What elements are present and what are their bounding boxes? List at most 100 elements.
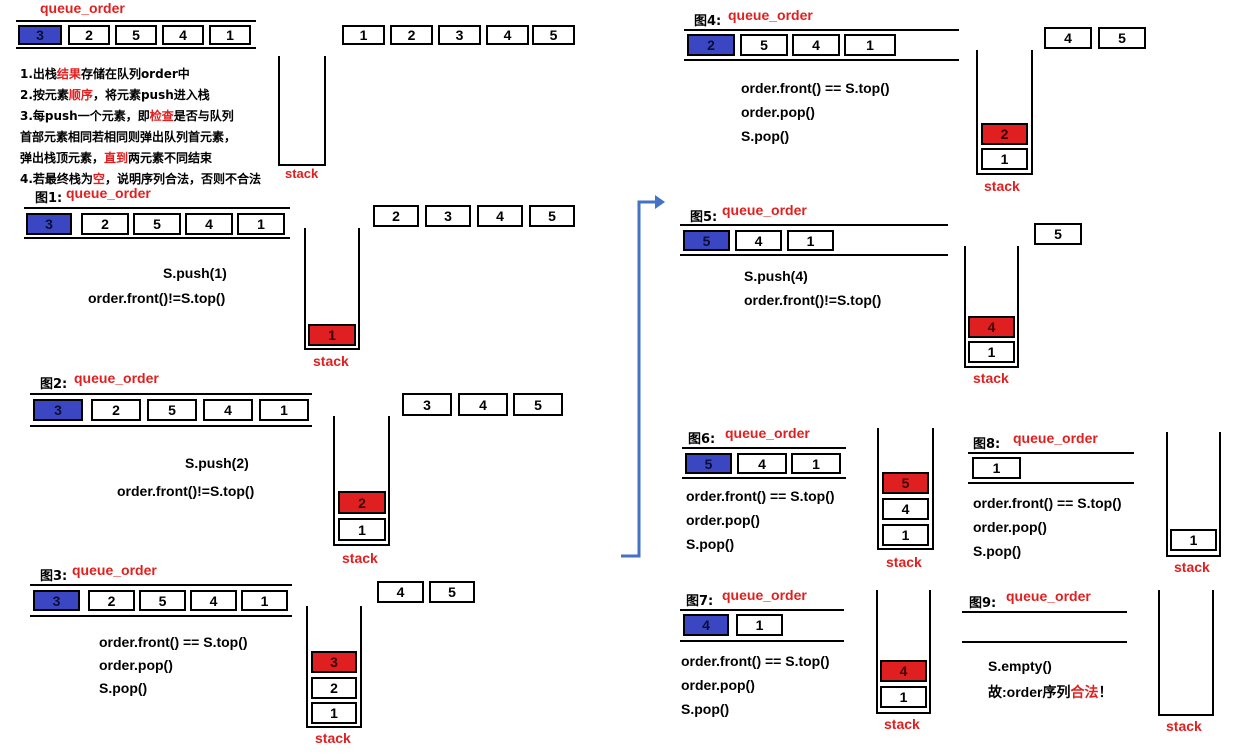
- stack-cell: 1: [981, 148, 1028, 170]
- queue-cell: 4: [203, 399, 253, 421]
- fig6-label: 图6:: [688, 432, 716, 447]
- stack-container: [333, 416, 390, 546]
- stack-cell: 4: [880, 660, 927, 682]
- queue-cell: 3: [26, 213, 72, 235]
- code-line: order.pop(): [686, 512, 760, 528]
- stack-container: [1166, 432, 1221, 557]
- queue-line-top: [16, 20, 256, 22]
- code-line: S.pop(): [99, 680, 148, 696]
- stack-container: [964, 246, 1019, 368]
- code-line: S.empty(): [988, 658, 1052, 674]
- queue-cell: 4: [792, 34, 840, 56]
- queue-cell: 4: [737, 453, 787, 474]
- input-cell: 4: [486, 25, 529, 45]
- fig7-queue-title: queue_order: [722, 587, 807, 603]
- code-line: order.pop(): [973, 519, 1047, 535]
- code-line: order.front()!=S.top(): [744, 292, 882, 308]
- queue-line-top: [680, 224, 948, 226]
- queue-cell: 4: [162, 25, 204, 45]
- input-cell: 1: [342, 25, 385, 45]
- queue-line-bottom: [968, 482, 1134, 484]
- queue-line-top: [680, 609, 844, 611]
- stack-label: stack: [886, 554, 922, 570]
- queue-cell: 3: [33, 399, 83, 421]
- fig9-label: 图9:: [969, 596, 997, 611]
- intro-queue-title: queue_order: [40, 0, 125, 16]
- stack-cell: 1: [308, 324, 356, 346]
- input-cell: 4: [477, 205, 523, 227]
- input-cell: 5: [532, 25, 575, 45]
- stack-cell: 5: [882, 472, 929, 494]
- queue-cell: 4: [190, 590, 237, 611]
- note-line: 4.若最终栈为空，说明序列合法，否则不合法: [20, 172, 261, 186]
- stack-label: stack: [1174, 559, 1210, 575]
- queue-cell: 1: [241, 590, 288, 611]
- queue-cell: 5: [685, 453, 732, 474]
- fig2-label: 图2:: [40, 377, 68, 392]
- queue-cell: 2: [91, 399, 141, 421]
- code-line: S.pop(): [741, 128, 790, 144]
- fig3-label: 图3:: [40, 569, 68, 584]
- queue-line-bottom: [680, 640, 844, 642]
- stack-label: stack: [285, 166, 319, 181]
- input-cell: 2: [373, 205, 419, 227]
- code-line: order.front() == S.top(): [686, 488, 835, 504]
- queue-line-bottom: [24, 237, 290, 239]
- code-line: order.pop(): [99, 657, 173, 673]
- code-line: order.front() == S.top(): [973, 495, 1122, 511]
- arrow-head-icon: [655, 195, 665, 209]
- input-cell: 4: [377, 581, 424, 603]
- code-line: S.push(1): [163, 265, 227, 281]
- note-line: 首部元素相同若相同则弹出队列首元素，: [20, 130, 237, 144]
- stack-cell: 2: [981, 123, 1028, 145]
- queue-cell: 1: [237, 213, 285, 235]
- input-cell: 3: [402, 393, 452, 416]
- code-line: S.pop(): [686, 536, 735, 552]
- stack-cell: 2: [311, 677, 357, 699]
- stack-container: [877, 428, 934, 550]
- stack-container: [1158, 590, 1214, 716]
- fig6-queue-title: queue_order: [725, 425, 810, 441]
- queue-cell: 5: [139, 590, 186, 611]
- stack-label: stack: [984, 178, 1020, 194]
- code-line: order.pop(): [741, 104, 815, 120]
- queue-cell: 1: [787, 230, 834, 251]
- stack-cell: 1: [311, 702, 357, 724]
- input-cell: 3: [425, 205, 471, 227]
- input-cell: 5: [1034, 223, 1082, 245]
- stack-label: stack: [313, 353, 349, 369]
- stack-container: [278, 56, 326, 166]
- stack-cell: 1: [882, 524, 929, 546]
- code-line: order.pop(): [681, 677, 755, 693]
- queue-cell: 2: [687, 34, 735, 56]
- input-cell: 3: [438, 25, 481, 45]
- stack-label: stack: [973, 370, 1009, 386]
- input-cell: 4: [458, 393, 508, 416]
- fig9-queue-title: queue_order: [1006, 588, 1091, 604]
- fig1-label: 图1:: [35, 191, 63, 206]
- code-line: S.pop(): [681, 701, 730, 717]
- queue-line-top: [24, 207, 290, 209]
- queue-line-bottom: [684, 59, 959, 61]
- stack-cell: 4: [882, 498, 929, 520]
- fig5-label: 图5:: [690, 210, 718, 225]
- stack-label: stack: [342, 550, 378, 566]
- stack-cell: 1: [1170, 529, 1217, 551]
- stack-container: [304, 228, 360, 350]
- stack-label: stack: [315, 730, 351, 746]
- stack-cell: 2: [338, 491, 386, 514]
- queue-line-bottom: [680, 254, 948, 256]
- fig4-queue-title: queue_order: [728, 7, 813, 23]
- queue-cell: 5: [133, 213, 181, 235]
- fig2-queue-title: queue_order: [74, 370, 159, 386]
- stack-container: [876, 590, 931, 714]
- input-cell: 2: [390, 25, 433, 45]
- queue-line-bottom: [30, 615, 292, 617]
- input-cell: 5: [1098, 27, 1146, 49]
- code-line: order.front()!=S.top(): [117, 483, 255, 499]
- queue-cell: 1: [209, 25, 251, 45]
- queue-cell: 1: [736, 614, 783, 636]
- note-line: 1.出栈结果存储在队列order中: [20, 67, 190, 81]
- queue-cell: 1: [259, 399, 309, 421]
- fig8-queue-title: queue_order: [1013, 430, 1098, 446]
